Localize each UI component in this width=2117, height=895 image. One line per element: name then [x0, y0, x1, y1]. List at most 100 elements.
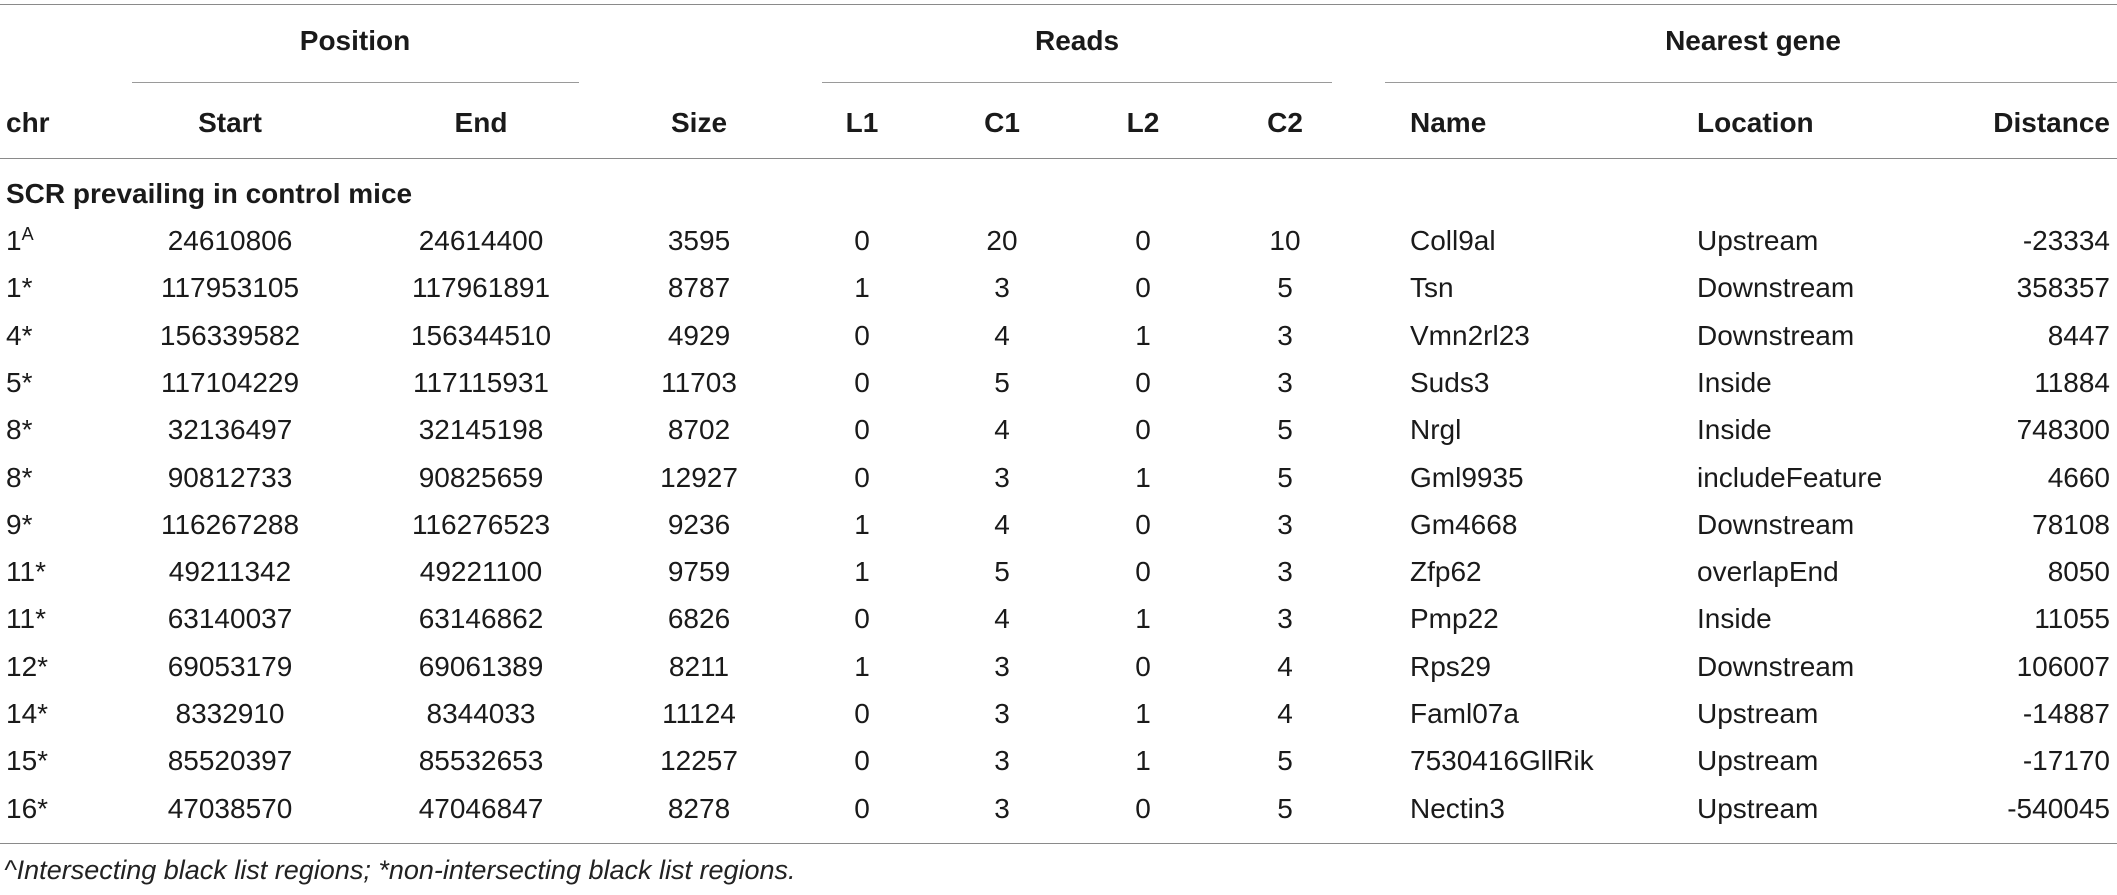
cell-value: 1	[1135, 320, 1151, 351]
position-group-rule	[132, 82, 579, 83]
cell-l2: 0	[1135, 508, 1151, 542]
cell-value: 3	[994, 793, 1010, 824]
cell-value: 5	[994, 556, 1010, 587]
cell-location: Downstream	[1697, 508, 1854, 542]
cell-value: 8447	[2047, 320, 2110, 351]
cell-value: 11*	[6, 603, 46, 634]
cell-size: 4929	[668, 319, 730, 353]
cell-value: -23334	[2022, 225, 2110, 256]
cell-distance: -17170	[2023, 744, 2110, 778]
cell-value: 7530416GllRik	[1410, 745, 1594, 776]
cell-value: 69053179	[167, 651, 293, 682]
cell-value: 5	[1277, 745, 1293, 776]
cell-l2: 0	[1135, 792, 1151, 826]
cell-value: 0	[1135, 272, 1151, 303]
cell-c1: 3	[994, 697, 1010, 731]
cell-end: 8344033	[426, 697, 535, 731]
cell-value: 1	[1135, 698, 1151, 729]
cell-value: 3	[1277, 556, 1293, 587]
cell-value: 4	[1277, 651, 1293, 682]
cell-start: 85520397	[168, 744, 293, 778]
cell-value: 116276523	[411, 509, 551, 540]
cell-value: 10	[1269, 225, 1301, 256]
cell-end: 85532653	[419, 744, 544, 778]
cell-chr: 9*	[6, 508, 32, 542]
cell-value: Vmn2rl23	[1410, 320, 1530, 351]
cell-value: 117115931	[413, 367, 549, 398]
cell-name: Coll9al	[1410, 224, 1496, 258]
cell-value: 0	[1135, 509, 1151, 540]
cell-c2: 10	[1269, 224, 1300, 258]
col-header-start: Start	[198, 107, 262, 138]
cell-value: 5*	[6, 367, 33, 398]
cell-value: 1	[854, 509, 870, 540]
cell-value: 12257	[660, 745, 738, 776]
cell-chr: 8*	[6, 413, 32, 447]
cell-location: Downstream	[1697, 271, 1854, 305]
cell-value: 3	[1277, 603, 1293, 634]
col-header-name: Name	[1410, 107, 1487, 138]
cell-c1: 5	[994, 555, 1010, 589]
cell-location: Downstream	[1697, 319, 1854, 353]
cell-start: 116267288	[161, 508, 299, 542]
cell-value: 5	[994, 367, 1010, 398]
cell-end: 116276523	[412, 508, 550, 542]
cell-chr: 1*	[6, 271, 32, 305]
cell-value: 0	[854, 367, 870, 398]
cell-value: 0	[1135, 651, 1151, 682]
cell-value: 9*	[6, 509, 33, 540]
cell-start: 117104229	[161, 366, 299, 400]
cell-value: 0	[1135, 225, 1151, 256]
cell-value: Suds3	[1410, 367, 1490, 398]
cell-value: 156344510	[410, 320, 552, 351]
cell-name: Rps29	[1410, 650, 1491, 684]
cell-value: 11884	[2034, 367, 2110, 398]
cell-value: Gm4668	[1410, 509, 1518, 540]
cell-c1: 3	[994, 650, 1010, 684]
cell-chr: 1A	[6, 224, 34, 258]
cell-value: 106007	[2016, 651, 2110, 682]
cell-value: 0	[1135, 367, 1151, 398]
cell-value: Upstream	[1697, 793, 1819, 824]
cell-value: Downstream	[1697, 320, 1855, 351]
cell-chr: 11*	[6, 602, 46, 636]
cell-value: 3	[1277, 367, 1293, 398]
cell-value: 0	[854, 462, 870, 493]
cell-c1: 4	[994, 319, 1010, 353]
footnote: ^Intersecting black list regions; *non-i…	[4, 855, 796, 885]
cell-l2: 0	[1135, 650, 1151, 684]
cell-value: 0	[854, 793, 870, 824]
cell-value: 4	[994, 320, 1010, 351]
cell-value: 0	[854, 698, 870, 729]
cell-name: Faml07a	[1410, 697, 1519, 731]
cell-location: Upstream	[1697, 744, 1818, 778]
cell-value: 47038570	[167, 793, 293, 824]
cell-value: 49211342	[168, 556, 292, 587]
cell-name: Zfp62	[1410, 555, 1482, 589]
cell-end: 117115931	[413, 366, 549, 400]
cell-end: 63146862	[419, 602, 544, 636]
cell-chr: 16*	[6, 792, 48, 826]
cell-l2: 1	[1135, 697, 1151, 731]
section-title: SCR prevailing in control mice	[6, 178, 413, 209]
cell-name: Gm4668	[1410, 508, 1517, 542]
cell-l2: 1	[1135, 744, 1151, 778]
cell-value: 90812733	[167, 462, 293, 493]
cell-c2: 5	[1277, 744, 1293, 778]
cell-value: Downstream	[1697, 272, 1855, 303]
cell-value: 0	[1135, 414, 1151, 445]
cell-value: Gml9935	[1410, 462, 1524, 493]
cell-name: 7530416GllRik	[1410, 744, 1594, 778]
cell-l2: 1	[1135, 319, 1151, 353]
cell-value: Zfp62	[1410, 556, 1482, 587]
bottom-rule	[0, 843, 2117, 844]
cell-l1: 0	[854, 461, 870, 495]
cell-value: 4929	[667, 320, 731, 351]
cell-l1: 0	[854, 697, 870, 731]
cell-value: 1*	[6, 272, 33, 303]
col-header-chr: chr	[6, 107, 50, 138]
footnote-marker: A	[21, 224, 34, 244]
cell-value: -17170	[2022, 745, 2110, 776]
cell-value: 8278	[667, 793, 731, 824]
